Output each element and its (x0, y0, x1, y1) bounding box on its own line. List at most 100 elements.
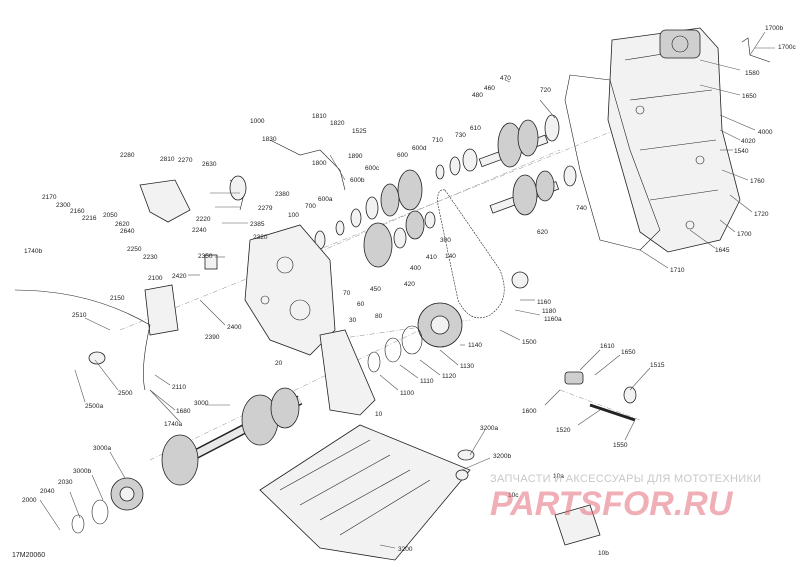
callout-1600: 1600 (522, 408, 537, 415)
drive-chain (437, 189, 505, 319)
callout-710: 710 (432, 137, 443, 144)
callout-1800: 1800 (312, 160, 327, 167)
callout-20: 20 (275, 360, 283, 367)
callout-1140: 1140 (468, 342, 482, 349)
callout-740: 740 (576, 205, 587, 212)
callout-1710: 1710 (670, 267, 685, 274)
callout-10b: 10b (598, 550, 609, 557)
callout-3000b: 3000b (73, 468, 91, 475)
middle-gear-stack (314, 169, 436, 268)
callout-450: 450 (370, 286, 381, 293)
callout-620: 620 (537, 229, 548, 236)
callout-2050: 2050 (103, 212, 118, 219)
callout-labels: 1700b 1700c 1580 1650 4000 4020 1540 176… (22, 25, 796, 557)
watermark-logo: PARTSFOR.RU (490, 485, 734, 523)
callout-400: 400 (410, 265, 421, 272)
callout-30: 30 (349, 317, 357, 324)
callout-2390: 2390 (205, 334, 220, 341)
drive-axle (71, 387, 303, 534)
callout-2150: 2150 (110, 295, 125, 302)
callout-1580: 1580 (745, 70, 760, 77)
callout-4020: 4020 (741, 138, 756, 145)
callout-1610: 1610 (600, 343, 615, 350)
callout-2040: 2040 (40, 488, 55, 495)
callout-2640: 2640 (120, 228, 135, 235)
callout-4000: 4000 (758, 129, 773, 136)
callout-1645: 1645 (715, 247, 730, 254)
callout-1740b: 1740b (24, 248, 42, 255)
callout-2620: 2620 (115, 221, 130, 228)
callout-1500: 1500 (522, 339, 537, 346)
callout-1830: 1830 (262, 136, 277, 143)
callout-3000a: 3000a (93, 445, 111, 452)
callout-600: 600 (397, 152, 408, 159)
callout-2279: 2279 (258, 205, 273, 212)
callout-2216: 2216 (82, 215, 97, 222)
callout-410: 410 (426, 254, 437, 261)
callout-1810: 1810 (312, 113, 327, 120)
shift-linkage (14, 139, 346, 391)
sprocket-group (367, 271, 529, 373)
callout-3200a: 3200a (480, 425, 498, 432)
callout-1180: 1180 (542, 308, 556, 315)
callout-2810: 2810 (160, 156, 175, 163)
callout-610: 610 (470, 125, 481, 132)
callout-700: 700 (305, 203, 316, 210)
callout-2510: 2510 (72, 312, 87, 319)
callout-80: 80 (375, 313, 383, 320)
callout-1740a: 1740a (164, 421, 182, 428)
callout-1650b: 1650 (621, 349, 636, 356)
callout-1680: 1680 (176, 408, 191, 415)
callout-2160: 2160 (70, 208, 85, 215)
callout-2250: 2250 (127, 246, 142, 253)
callout-3200b: 3200b (493, 453, 511, 460)
callout-2240: 2240 (192, 227, 207, 234)
callout-1520: 1520 (556, 427, 571, 434)
brake-assembly (455, 371, 637, 546)
callout-1160: 1160 (537, 299, 551, 306)
callout-2300: 2300 (56, 202, 71, 209)
callout-1700c: 1700c (778, 44, 796, 51)
callout-140: 140 (445, 253, 456, 260)
chaincase-housing (244, 224, 376, 416)
callout-2220: 2220 (196, 216, 211, 223)
callout-1120: 1120 (442, 373, 456, 380)
callout-1890: 1890 (348, 153, 363, 160)
callout-1160a: 1160a (544, 316, 562, 323)
callout-2100: 2100 (148, 275, 163, 282)
callout-1550: 1550 (613, 442, 628, 449)
watermark-tagline: ЗАПЧАСТИ И АКСЕССУАРЫ ДЛЯ МОТОТЕХНИКИ (490, 473, 762, 485)
callout-1540: 1540 (734, 148, 749, 155)
callout-2385: 2385 (250, 221, 265, 228)
countershaft (489, 165, 577, 216)
callout-100: 100 (288, 212, 299, 219)
callout-2400: 2400 (227, 324, 242, 331)
callout-470: 470 (500, 75, 511, 82)
callout-2230: 2230 (143, 254, 158, 261)
callout-2270: 2270 (178, 157, 193, 164)
callout-2500a: 2500a (85, 403, 103, 410)
callout-70: 70 (343, 290, 351, 297)
callout-730: 730 (455, 132, 466, 139)
callout-1525: 1525 (352, 128, 367, 135)
callout-2110: 2110 (172, 384, 186, 391)
callout-2380: 2380 (275, 191, 290, 198)
callout-1000: 1000 (250, 118, 265, 125)
callout-1100: 1100 (400, 390, 414, 397)
callout-600a: 600a (318, 196, 333, 203)
callout-1130: 1130 (460, 363, 474, 370)
callout-1700: 1700 (737, 231, 752, 238)
callout-10c: 10c (508, 492, 519, 499)
callout-1820: 1820 (330, 120, 345, 127)
callout-600c: 600c (365, 165, 380, 172)
callout-2420: 2420 (172, 273, 187, 280)
diagram-code: 17M20060 (12, 552, 46, 559)
callout-1760: 1760 (750, 178, 765, 185)
callout-600b: 600b (350, 177, 365, 184)
upper-gear-shaft (435, 114, 560, 180)
callout-2170: 2170 (42, 194, 57, 201)
callout-420: 420 (404, 281, 415, 288)
leader-lines (39, 31, 775, 549)
callout-1700b: 1700b (765, 25, 783, 32)
